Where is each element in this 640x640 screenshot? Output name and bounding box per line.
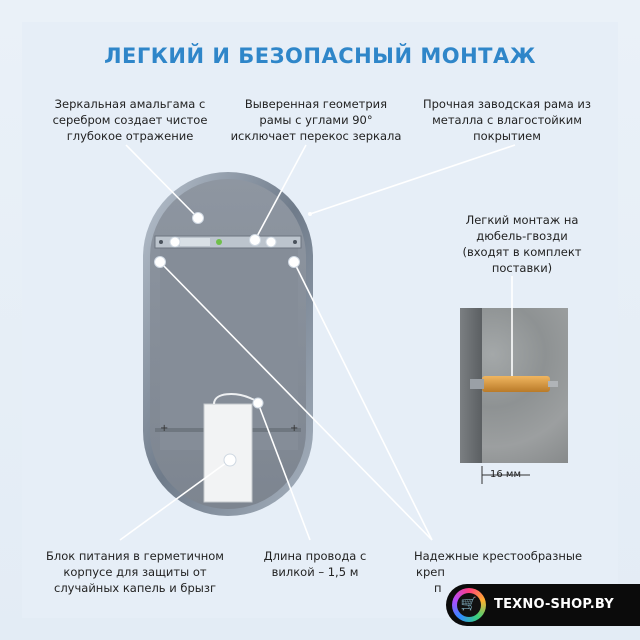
callout-dot-rail-mid — [265, 236, 277, 248]
svg-text:+: + — [160, 423, 168, 434]
callout-dot-amalgam — [192, 212, 204, 224]
caption-mounting: Легкий монтаж на дюбель-гвозди (входят в… — [462, 213, 582, 275]
page-title: ЛЕГКИЙ И БЕЗОПАСНЫЙ МОНТАЖ — [104, 44, 536, 68]
caption-cable: Длина провода с вилкой – 1,5 м — [263, 549, 367, 579]
caption-amalgam: Зеркальная амальгама с серебром создает … — [52, 97, 208, 143]
dowel-nail — [482, 376, 550, 392]
caption-power-unit: Блок питания в герметичном корпусе для з… — [46, 549, 224, 595]
caption-brackets: Надежные крестообразные креп п — [413, 549, 583, 595]
dowel-head — [470, 379, 484, 389]
level-bubble — [216, 239, 222, 245]
callout-dot-bracket-left — [154, 256, 166, 268]
callout-dot-cable — [252, 397, 264, 409]
caption-frame: Прочная заводская рама из металла с влаг… — [422, 97, 592, 143]
caption-geometry: Выверенная геометрия рамы с углами 90° и… — [230, 97, 402, 143]
callout-dot-bracket-right — [288, 256, 300, 268]
power-supply-box — [203, 403, 253, 503]
callout-dot-rail-left — [169, 236, 181, 248]
shopping-cart-icon: 🛒 — [457, 593, 481, 617]
shop-logo-text: TEXNO-SHOP.BY — [494, 597, 614, 612]
svg-text:+: + — [290, 423, 298, 434]
bubble-level — [180, 238, 210, 246]
dimension-label: 16 мм — [490, 469, 521, 480]
callout-dot-power — [223, 453, 237, 467]
callout-dot-geometry — [249, 234, 261, 246]
